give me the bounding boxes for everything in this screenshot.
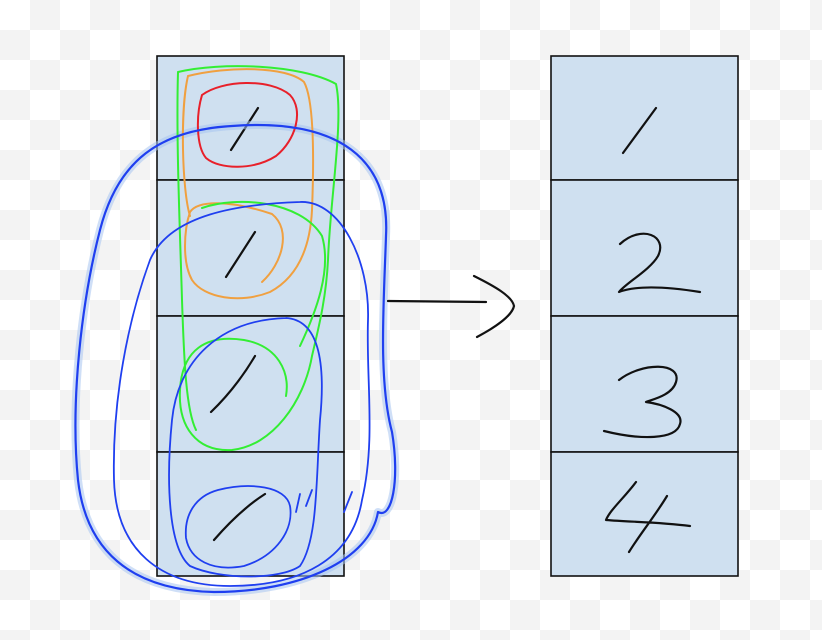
blue-tick-marks <box>295 489 353 513</box>
blue-loop-3-4 <box>168 317 323 578</box>
right-digit-2 <box>617 232 702 294</box>
right-digits <box>602 106 702 554</box>
transform-arrow <box>386 274 516 339</box>
loops <box>71 65 400 596</box>
left-digit-4 <box>212 492 267 542</box>
right-column <box>550 55 739 577</box>
right-column-cell-2 <box>550 179 739 317</box>
right-digit-1 <box>621 106 658 155</box>
red-loop-1 <box>196 82 299 168</box>
left-digits <box>209 106 267 542</box>
arrow-shaft <box>386 299 488 304</box>
left-digit-3 <box>209 354 257 414</box>
right-column-cell-4 <box>550 451 739 577</box>
blue-loop-2-3-4 <box>112 201 371 587</box>
arrow-head <box>472 274 516 339</box>
orange-loop-1-2 <box>181 68 315 300</box>
right-column-cell-1 <box>550 55 739 181</box>
blue-loop-4 <box>184 485 292 569</box>
green-loop-1-2-3 <box>176 65 340 452</box>
left-column-cell-4 <box>156 451 345 577</box>
right-digit-4 <box>604 480 692 554</box>
left-digit-2 <box>224 230 257 279</box>
right-column-cell-3 <box>550 315 739 453</box>
blue-loop-1-2-3-4 <box>74 123 397 594</box>
right-digit-3 <box>602 365 682 439</box>
